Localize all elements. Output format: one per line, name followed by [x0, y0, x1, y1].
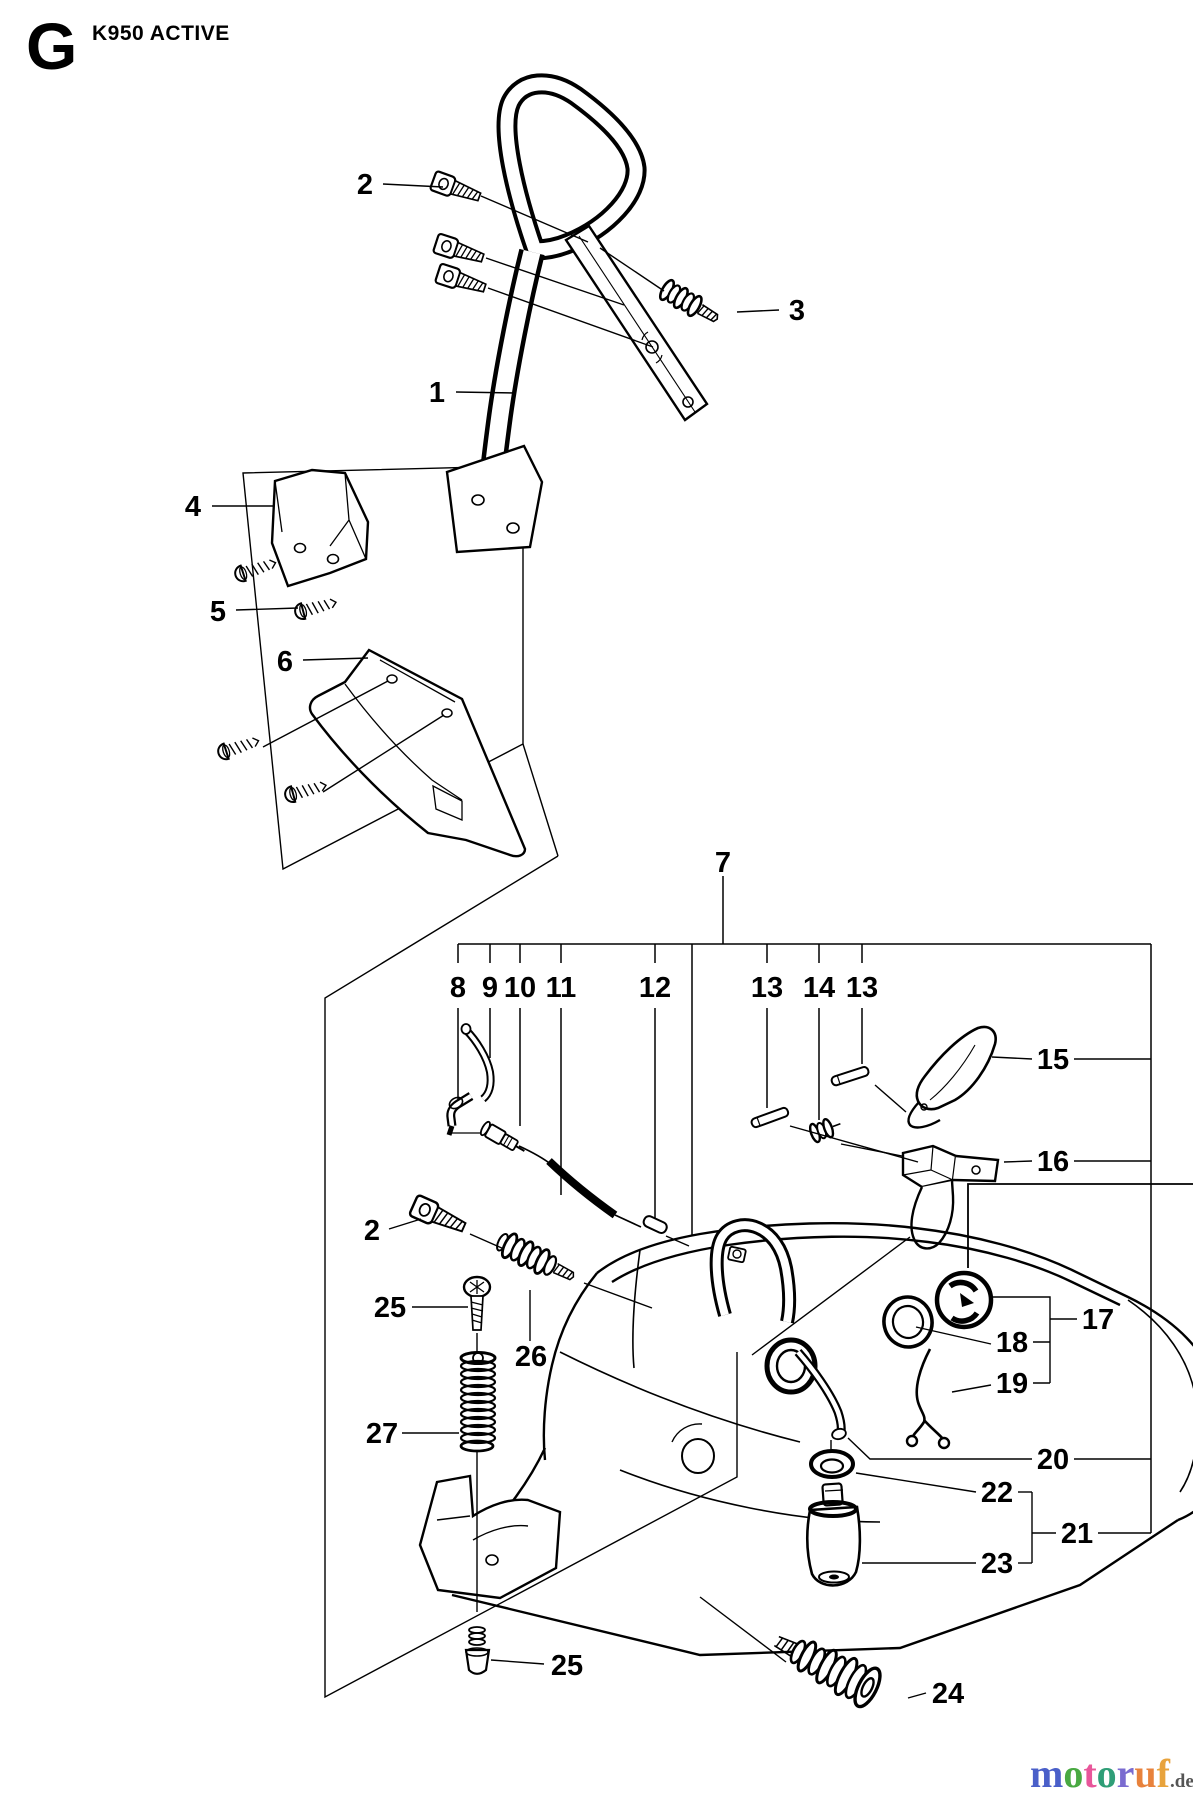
part-label-25: 25 — [374, 1292, 406, 1324]
handle-bracket-4 — [270, 468, 370, 588]
part-label-3: 3 — [789, 295, 805, 327]
watermark-letter: m — [1030, 1751, 1064, 1796]
part-label-11: 11 — [546, 972, 577, 1004]
part-label-20: 20 — [1037, 1444, 1069, 1476]
handle-screws — [428, 169, 489, 299]
throttle-lockout-15 — [907, 1025, 997, 1129]
part-label-13: 13 — [846, 972, 878, 1004]
part-label-5: 5 — [210, 596, 226, 628]
screw-25-upper — [462, 1275, 492, 1331]
watermark-letter: f — [1156, 1751, 1170, 1796]
part-label-15: 15 — [1037, 1044, 1069, 1076]
fuel-hose-20 — [794, 1349, 847, 1441]
watermark-letter: o — [1096, 1751, 1117, 1796]
pins-13 — [749, 1064, 871, 1130]
part-label-10: 10 — [504, 972, 536, 1004]
part-label-26: 26 — [515, 1341, 547, 1373]
lower-assembly-box — [324, 855, 738, 1699]
throttle-trigger-16 — [901, 1144, 1000, 1250]
callout-bracket-7 — [457, 876, 1152, 1533]
part-label-12: 12 — [639, 972, 671, 1004]
part-label-19: 19 — [996, 1368, 1028, 1400]
fuel-cap-17 — [934, 1270, 994, 1330]
watermark: motoruf.de — [1030, 1750, 1193, 1797]
watermark-letter: o — [1063, 1751, 1084, 1796]
throttle-cable-11 — [518, 1145, 642, 1228]
watermark-suffix: .de — [1170, 1771, 1193, 1792]
vibration-damper-26 — [496, 1232, 575, 1281]
part-label-22: 22 — [981, 1477, 1013, 1509]
watermark-letter: u — [1134, 1751, 1157, 1796]
vibration-damper-3 — [658, 278, 719, 323]
choke-rod-9 — [460, 1023, 495, 1103]
elbow-fitting-8 — [446, 1092, 484, 1136]
cable-adjuster-10 — [479, 1120, 525, 1152]
front-handle — [445, 73, 709, 554]
cap-gasket-18 — [882, 1295, 934, 1349]
fuel-tank-body — [418, 1183, 1193, 1657]
part-label-23: 23 — [981, 1548, 1013, 1580]
watermark-word: motoruf — [1030, 1751, 1170, 1796]
part-label-25: 25 — [551, 1650, 583, 1682]
part-label-6: 6 — [277, 646, 293, 678]
spring-27 — [459, 1351, 497, 1453]
part-label-1: 1 — [429, 377, 445, 409]
part-label-17: 17 — [1082, 1304, 1114, 1336]
upper-assembly-box — [242, 465, 559, 871]
part-label-8: 8 — [450, 972, 466, 1004]
cable-end-12 — [642, 1215, 690, 1247]
part-label-27: 27 — [366, 1418, 398, 1450]
part-label-14: 14 — [803, 972, 835, 1004]
page-title: K950 ACTIVE — [92, 22, 230, 45]
part-label-2: 2 — [357, 169, 373, 201]
part-label-24: 24 — [932, 1678, 964, 1710]
part-label-9: 9 — [482, 972, 498, 1004]
part-label-7: 7 — [715, 847, 731, 879]
vibration-damper-24 — [773, 1635, 882, 1709]
part-label-4: 4 — [185, 491, 201, 523]
part-label-18: 18 — [996, 1327, 1028, 1359]
watermark-letter: r — [1116, 1751, 1135, 1796]
watermark-letter: t — [1083, 1751, 1097, 1796]
part-label-21: 21 — [1061, 1518, 1093, 1550]
fuel-filter-23 — [805, 1482, 862, 1587]
part-label-16: 16 — [1037, 1146, 1069, 1178]
guard-screws-6 — [215, 732, 330, 805]
part-label-2: 2 — [364, 1215, 380, 1247]
cap-retainer-19 — [905, 1348, 951, 1450]
screw-25-lower — [464, 1626, 491, 1675]
guard-plate-6 — [308, 648, 527, 858]
grommet-22 — [809, 1449, 855, 1479]
leader-lines — [212, 183, 1151, 1699]
screw-2-lower — [407, 1193, 470, 1239]
section-letter: G — [26, 9, 78, 83]
part-label-13: 13 — [751, 972, 783, 1004]
